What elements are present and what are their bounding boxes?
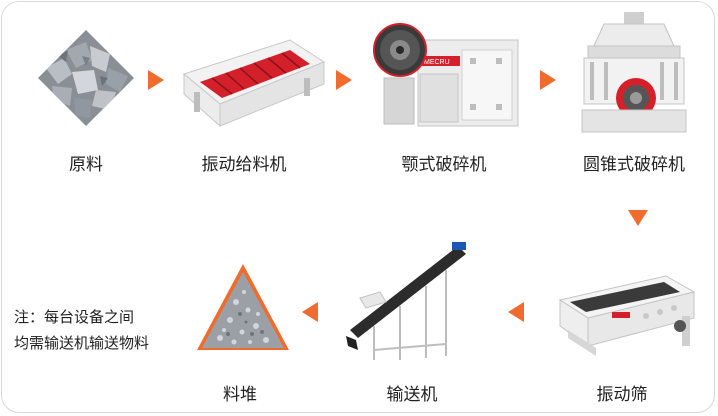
arrow-right-2 [336, 70, 352, 94]
arrow-right-1 [148, 70, 164, 94]
vibrating-feeder-image [178, 32, 328, 132]
raw-material-image [36, 28, 136, 128]
arrow-left-2 [302, 302, 318, 326]
arrow-right-icon [540, 70, 556, 90]
cone-crusher-image [574, 10, 694, 136]
arrow-right-icon [148, 70, 164, 90]
raw-material-label: 原料 [69, 155, 103, 175]
vibrating-screen-label: 振动筛 [596, 385, 648, 405]
arrow-left-icon [508, 302, 524, 322]
jaw-brand-text: MECRU [424, 59, 450, 66]
stockpile-image [196, 262, 290, 352]
conveyor-label: 输送机 [386, 385, 438, 405]
cone-crusher-label: 圆锥式破碎机 [583, 155, 685, 175]
jaw-crusher-image: MECRU [370, 14, 522, 132]
arrow-right-icon [336, 70, 352, 90]
arrow-down [628, 210, 648, 230]
vibrating-screen-image [556, 272, 698, 358]
stockpile-label: 料堆 [223, 385, 257, 405]
arrow-down-icon [628, 210, 648, 226]
vibrating-feeder-label: 振动给料机 [201, 155, 287, 175]
arrow-right-3 [540, 70, 556, 94]
note-line-1: 注：每台设备之间 [14, 308, 135, 326]
note-line-2: 均需输送机输送物料 [14, 334, 150, 352]
conveyor-image [340, 240, 476, 364]
arrow-left-1 [508, 302, 524, 326]
arrow-left-icon [302, 302, 318, 322]
jaw-crusher-label: 颚式破碎机 [401, 155, 487, 175]
